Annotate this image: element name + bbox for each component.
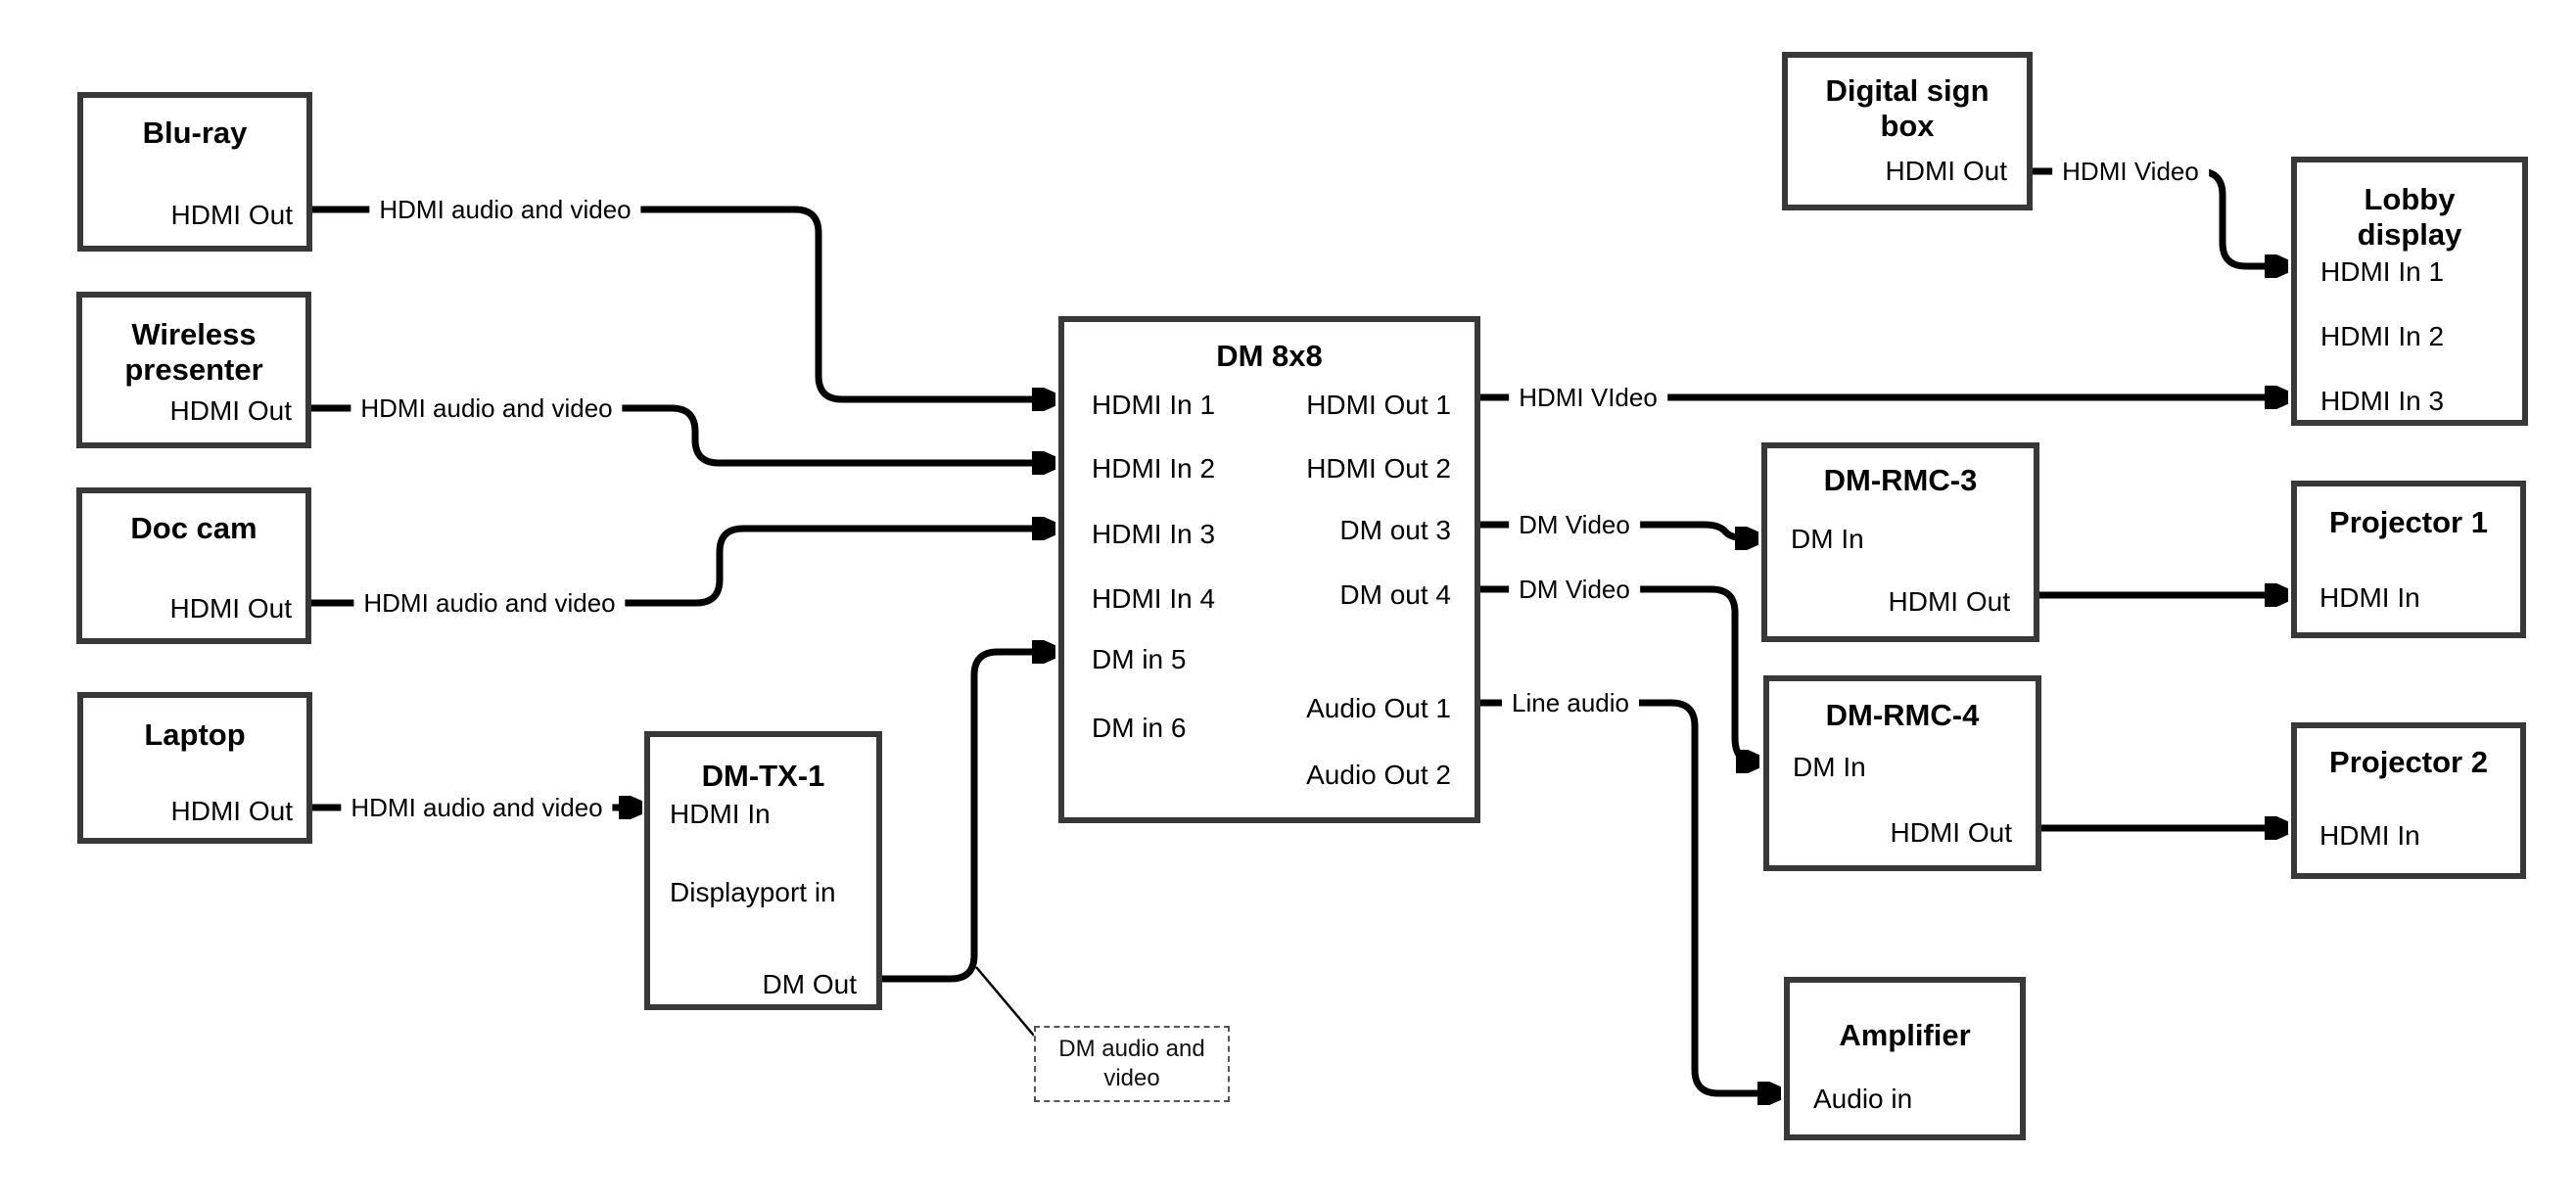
port-hdmi-in-1: HDMI In 1 [2320, 256, 2445, 287]
node-amplifier-title: Amplifier [1839, 1018, 1971, 1052]
wire-wireless-to-dm8x8-in2 [311, 404, 1050, 463]
node-dm-tx-1-title: DM-TX-1 [701, 759, 825, 793]
port-hdmi-in-3: HDMI In 3 [2320, 386, 2445, 416]
port-hdmi-in-2: HDMI In 2 [1092, 453, 1216, 484]
node-wireless-presenter: Wireless presenter HDMI Out [76, 292, 311, 448]
port-dm-out-3: DM out 3 [1339, 515, 1451, 545]
node-dm-8x8-title: DM 8x8 [1216, 339, 1323, 373]
port-hdmi-out: HDMI Out [169, 395, 292, 426]
wire-dm8x8-out4-to-dmrmc4 [1480, 585, 1754, 762]
port-hdmi-out: HDMI Out [170, 796, 293, 826]
node-blu-ray: Blu-ray HDMI Out [77, 92, 312, 252]
port-hdmi-in: HDMI In [2319, 582, 2420, 613]
node-doc-cam-title: Doc cam [130, 511, 258, 545]
wire-label-hdmi-audio-video-4: HDMI audio and video [341, 793, 613, 822]
port-dm-in-6: DM in 6 [1092, 713, 1187, 743]
port-hdmi-in: HDMI In [670, 799, 771, 829]
wire-label-hdmi-audio-video-3: HDMI audio and video [353, 588, 626, 618]
port-hdmi-in-3: HDMI In 3 [1092, 519, 1216, 549]
node-laptop: Laptop HDMI Out [77, 692, 312, 844]
port-audio-out-1: Audio Out 1 [1306, 693, 1451, 723]
wire-dmtx1-to-dm8x8-in5 [882, 652, 1050, 983]
port-hdmi-in: HDMI In [2319, 820, 2420, 851]
wire-label-dm-video-out3: DM Video [1509, 510, 1640, 539]
port-hdmi-out: HDMI Out [1888, 586, 2010, 617]
port-hdmi-in-2: HDMI In 2 [2320, 321, 2445, 351]
node-dm-rmc-3: DM-RMC-3 DM In HDMI Out [1761, 442, 2039, 642]
port-hdmi-in-1: HDMI In 1 [1092, 390, 1216, 420]
port-hdmi-out: HDMI Out [1885, 156, 2007, 186]
port-dm-in: DM In [1791, 524, 1864, 554]
port-dm-in-5: DM in 5 [1092, 644, 1187, 674]
node-projector-2: Projector 2 HDMI In [2291, 722, 2526, 879]
node-laptop-title: Laptop [144, 717, 246, 752]
port-audio-in: Audio in [1813, 1084, 1913, 1114]
node-blu-ray-title: Blu-ray [142, 115, 248, 150]
wire-label-line-audio: Line audio [1502, 688, 1639, 717]
port-dm-out: DM Out [762, 969, 857, 999]
note-dm-audio-and-video: DM audio and video [1034, 1026, 1230, 1102]
node-projector-2-title: Projector 2 [2329, 745, 2488, 779]
node-dm-rmc-3-title: DM-RMC-3 [1823, 463, 1978, 497]
wire-doccam-to-dm8x8-in3 [311, 529, 1050, 607]
port-hdmi-out: HDMI Out [169, 593, 292, 624]
port-hdmi-out: HDMI Out [170, 200, 293, 230]
node-dm-8x8: DM 8x8 HDMI In 1 HDMI In 2 HDMI In 3 HDM… [1058, 316, 1480, 823]
wire-label-hdmi-audio-video-2: HDMI audio and video [351, 393, 623, 423]
wire-label-hdmi-video-out1: HDMI VIdeo [1509, 383, 1667, 412]
node-lobby-display-title: Lobby display [2357, 182, 2462, 252]
node-dm-rmc-4: DM-RMC-4 DM In HDMI Out [1763, 675, 2041, 871]
wire-label-dm-video-out4: DM Video [1509, 575, 1640, 604]
node-projector-1-title: Projector 1 [2329, 505, 2488, 539]
node-projector-1: Projector 1 HDMI In [2291, 481, 2526, 638]
node-wireless-presenter-title: Wireless presenter [124, 317, 263, 387]
note-leader-line [975, 966, 1035, 1037]
port-dm-out-4: DM out 4 [1339, 579, 1451, 610]
node-digital-sign-box: Digital sign box HDMI Out [1782, 52, 2033, 210]
wire-dm8x8-out3-to-dmrmc3 [1480, 521, 1753, 538]
node-digital-sign-box-title: Digital sign box [1825, 73, 1990, 143]
node-doc-cam: Doc cam HDMI Out [76, 487, 311, 644]
port-hdmi-out-1: HDMI Out 1 [1306, 390, 1451, 420]
node-dm-rmc-4-title: DM-RMC-4 [1825, 698, 1980, 732]
wire-label-hdmi-video-sign: HDMI Video [2052, 157, 2209, 186]
node-dm-tx-1: DM-TX-1 HDMI In Displayport in DM Out [644, 731, 882, 1010]
wire-dm8x8-audio1-to-amplifier [1480, 699, 1775, 1093]
port-hdmi-in-4: HDMI In 4 [1092, 583, 1216, 614]
node-lobby-display: Lobby display HDMI In 1 HDMI In 2 HDMI I… [2291, 157, 2528, 426]
wire-label-hdmi-audio-video-1: HDMI audio and video [369, 195, 641, 224]
wire-bluray-to-dm8x8-in1 [312, 206, 1050, 399]
port-audio-out-2: Audio Out 2 [1306, 760, 1451, 790]
port-displayport-in: Displayport in [670, 877, 836, 907]
port-hdmi-out-2: HDMI Out 2 [1306, 453, 1451, 484]
port-hdmi-out: HDMI Out [1890, 817, 2012, 848]
port-dm-in: DM In [1793, 752, 1866, 782]
node-amplifier: Amplifier Audio in [1784, 977, 2026, 1140]
